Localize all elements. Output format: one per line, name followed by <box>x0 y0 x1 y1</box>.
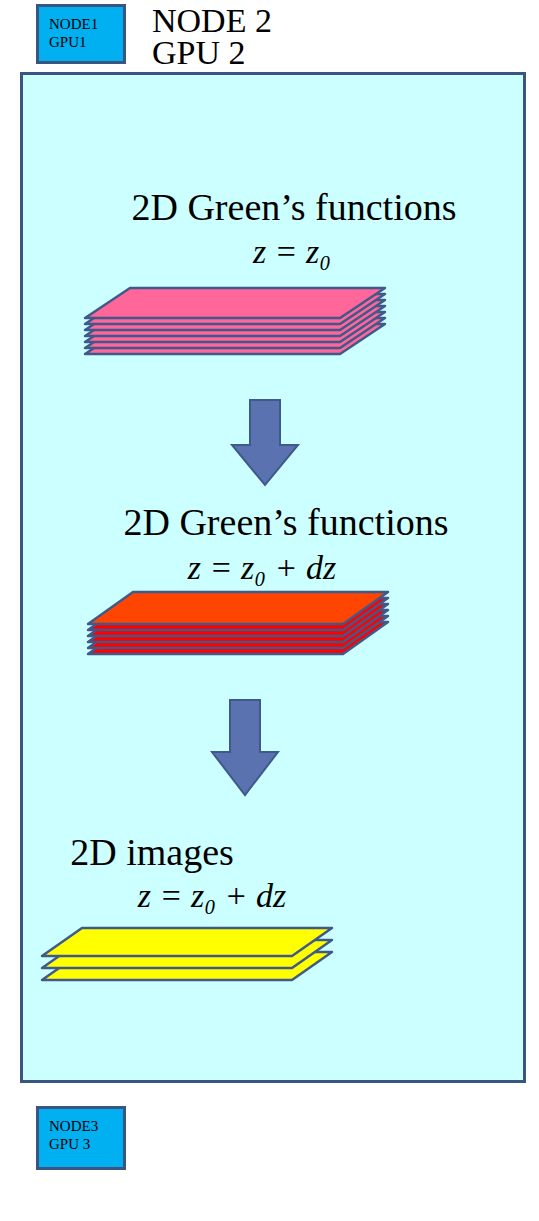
gpu-node-box: NODE1 GPU1 <box>36 4 126 64</box>
stage-title: 2D Green’s functions <box>123 500 448 544</box>
image-stack <box>42 928 332 980</box>
stage-title: 2D Green’s functions <box>131 185 456 229</box>
node-heading: NODE 2 GPU 2 <box>152 5 302 69</box>
down-arrow <box>212 700 278 795</box>
node-label: NODE3 GPU 3 <box>39 1109 123 1159</box>
green-function-stack <box>85 288 385 354</box>
down-arrow <box>232 400 298 485</box>
node-label: NODE1 GPU1 <box>39 7 123 57</box>
depth-formula: z = z₀ + dz <box>188 548 336 588</box>
depth-formula: z = z₀ + dz <box>138 876 286 916</box>
green-function-stack <box>88 592 388 654</box>
stage-title: 2D images <box>70 830 234 874</box>
depth-formula: z = z₀ <box>253 232 331 272</box>
gpu-node-box: NODE3 GPU 3 <box>36 1106 126 1170</box>
